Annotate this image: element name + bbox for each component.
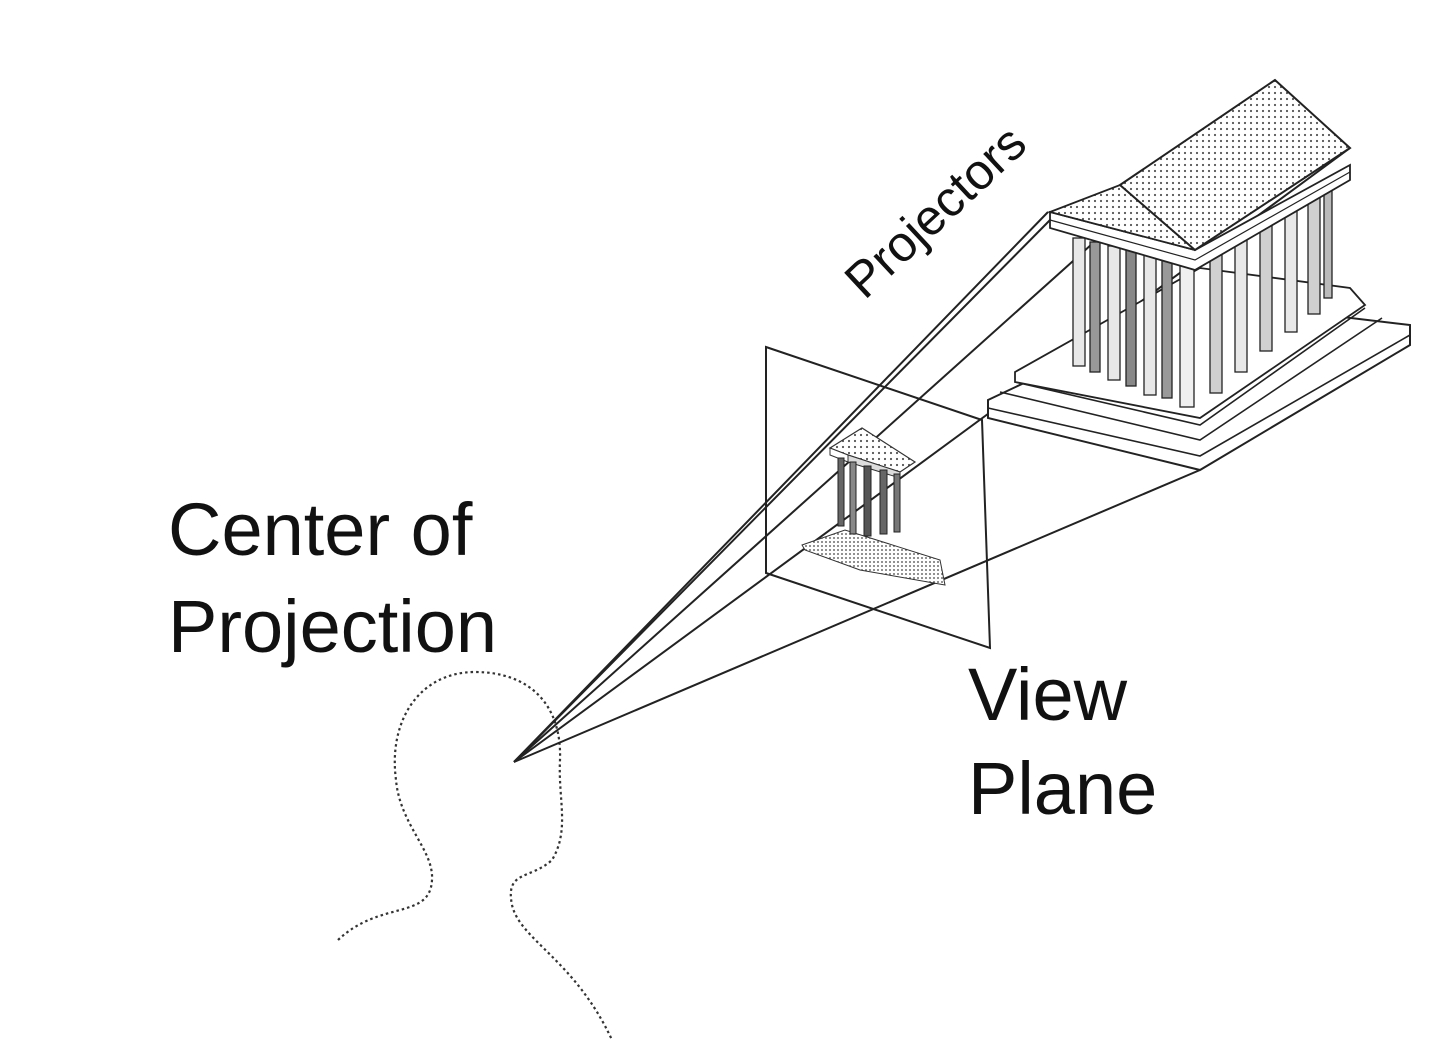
greek-temple-icon <box>987 78 1411 472</box>
head-silhouette-icon <box>337 670 613 1041</box>
center-of-projection-label-line-2: Projection <box>168 585 498 668</box>
view-plane-label-line-2: Plane <box>968 747 1158 830</box>
center-of-projection-label-line-1: Center of <box>168 488 473 571</box>
projected-temple-image <box>801 427 946 586</box>
view-plane-label-line-1: View <box>968 653 1128 736</box>
view-plane <box>765 345 992 650</box>
